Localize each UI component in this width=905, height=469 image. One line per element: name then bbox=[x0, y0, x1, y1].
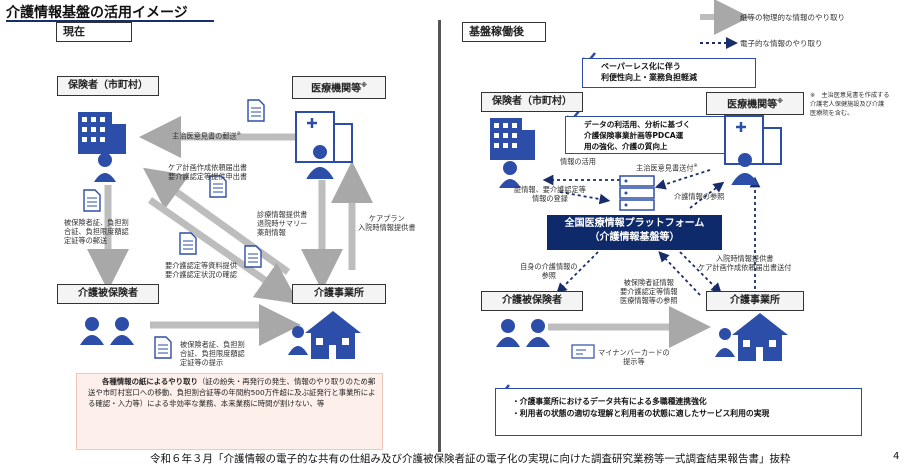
platform-title: 全国医療情報プラットフォーム bbox=[564, 218, 705, 229]
platform-subtitle: （介護情報基盤等） bbox=[589, 232, 680, 243]
left-medical-mark: ※ bbox=[361, 82, 367, 89]
right-digital-arrows bbox=[542, 169, 761, 296]
footnote-medical: ※ 主治医意見書を作成する 介護老人保健施設及び介護 医療院を含む。 bbox=[810, 92, 890, 117]
warning-title: 各種情報の紙によるやり取り bbox=[102, 377, 198, 386]
center-divider bbox=[438, 20, 441, 452]
benefit-item-2: 利用者の状態の適切な理解と利用者の状態に適したサービス利用の実現 bbox=[519, 409, 770, 418]
flow-info-use: 情報の活用 bbox=[560, 157, 596, 166]
section-label-current: 現在 bbox=[56, 22, 132, 42]
flow-hospital-info: 入院時情報提供書 ケア計画作成依頼届出書送付 bbox=[698, 254, 792, 272]
arrow-medical-to-platform bbox=[654, 169, 711, 190]
benefit-item: ・介護事業所におけるデータ共有による多職種連携強化 bbox=[512, 397, 707, 406]
arrow-platform-to-provider bbox=[679, 251, 722, 294]
house-icon bbox=[288, 311, 361, 359]
flow-mynumber: マイナンバーカードの 提示等 bbox=[598, 348, 670, 366]
right-insurer-label: 保険者（市町村） bbox=[492, 96, 572, 107]
national-platform-box: 全国医療情報プラットフォーム （介護情報基盤等） bbox=[547, 215, 722, 250]
left-document-icons bbox=[83, 99, 265, 359]
flow-cert-register: 証情報、要介護認定等 情報の登録 bbox=[514, 185, 586, 203]
right-provider-label: 介護事業所 bbox=[730, 295, 780, 306]
people-icon bbox=[496, 319, 550, 347]
legend-graphics bbox=[700, 0, 750, 49]
warning-panel bbox=[76, 373, 383, 450]
left-provider-box: 介護事業所 bbox=[292, 284, 386, 304]
office-building-icon bbox=[490, 118, 535, 188]
right-insured-label: 介護被保険者 bbox=[502, 295, 562, 306]
callout-paperless: ペーパーレス化に伴う 利便性向上・業務負担軽減 bbox=[582, 58, 756, 88]
benefits-box bbox=[495, 388, 862, 436]
people-icon bbox=[80, 317, 134, 345]
left-medical-label: 医療機関等 bbox=[311, 83, 362, 95]
flow-certification-docs: 要介護認定等資料提供 要介護認定状況の確認 bbox=[165, 261, 237, 279]
hospital-icon bbox=[724, 115, 782, 185]
arrow-platform-to-insured bbox=[556, 251, 599, 294]
id-card-icon bbox=[571, 344, 595, 359]
legend-paper-label: 紙等の物理的な情報のやり取り bbox=[740, 13, 845, 22]
benefits-text: ・介護事業所におけるデータ共有による多職種連携強化 ・利用者の状態の適切な理解と… bbox=[512, 396, 769, 420]
flow-doctor-opinion-send: 主治医意見書送付※ bbox=[636, 162, 698, 172]
document-icon bbox=[179, 232, 197, 255]
left-insurer-box: 保険者（市町村） bbox=[57, 76, 159, 96]
house-icon bbox=[715, 313, 788, 361]
left-insured-box: 介護被保険者 bbox=[57, 284, 159, 304]
benefit-item-1: 介護事業所におけるデータ共有による多職種連携強化 bbox=[519, 397, 707, 406]
flow-doctor-opinion-mark: ※ bbox=[693, 163, 698, 169]
left-insurer-label: 保険者（市町村） bbox=[68, 80, 148, 91]
right-medical-box: 医療機関等※ bbox=[706, 92, 804, 116]
flow-self-reference: 自身の介護情報の 参照 bbox=[520, 262, 578, 280]
legend-digital-label: 電子的な情報のやり取り bbox=[740, 39, 823, 48]
document-icon bbox=[83, 189, 101, 212]
document-icon bbox=[209, 175, 227, 198]
right-insured-box: 介護被保険者 bbox=[481, 291, 583, 311]
warning-body: （証の紛失・再発行の発生、情報のやり取りのため郵送や市町村窓口への移動、負担割合… bbox=[88, 377, 376, 408]
benefit-item: ・利用者の状態の適切な理解と利用者の状態に適したサービス利用の実現 bbox=[512, 409, 770, 418]
page-title: 介護情報基盤の活用イメージ bbox=[6, 5, 188, 21]
flow-cert-reference: 被保険者証情報 要介護認定等情報 医療情報等の参照 bbox=[620, 278, 678, 305]
callout-data-utilization: データの利活用、分析に基づく 介護保険事業計画等PDCA運 用の強化、介護の質向… bbox=[565, 116, 725, 154]
server-icon bbox=[619, 175, 655, 211]
arrow-insurer-to-provider bbox=[147, 197, 300, 305]
section-label-after: 基盤稼働後 bbox=[462, 22, 546, 42]
flow-medical-info: 診療情報提供書 退院時サマリー 薬剤情報 bbox=[257, 210, 308, 237]
arrow-insurer-to-platform bbox=[559, 191, 611, 205]
flow-care-info-ref-medical: 介護情報の参照 bbox=[674, 192, 725, 201]
right-insurer-box: 保険者（市町村） bbox=[481, 92, 583, 112]
arrow-platform-to-medical bbox=[689, 181, 725, 209]
document-icon bbox=[247, 99, 265, 122]
flow-doctor-opinion: 主治医意見書の郵送※ bbox=[172, 130, 241, 140]
flow-care-plan-request: ケア計画作成依頼届出書 要介護認定等提供申出書 bbox=[168, 163, 248, 181]
left-provider-label: 介護事業所 bbox=[314, 288, 364, 299]
flow-doctor-mark: ※ bbox=[236, 131, 241, 137]
document-icon bbox=[154, 336, 172, 359]
right-medical-mark: ※ bbox=[777, 98, 783, 105]
warning-text: 各種情報の紙によるやり取り（証の紛失・再発行の発生、情報のやり取りのため郵送や市… bbox=[88, 376, 378, 409]
flow-doctor-opinion-text: 主治医意見書の郵送 bbox=[172, 131, 237, 141]
title-underline bbox=[6, 20, 214, 22]
document-icon bbox=[244, 245, 262, 268]
flow-care-plan: ケアプラン 入院時情報提供書 bbox=[358, 214, 416, 232]
source-footer: 令和６年３月「介護情報の電子的な共有の仕組み及び介護被保険者証の電子化の実現に向… bbox=[150, 453, 791, 465]
right-medical-label: 医療機関等 bbox=[727, 99, 778, 111]
office-building-icon bbox=[78, 112, 126, 182]
flow-present-certificates: 被保険者証、負担割 合証、負担限度額認 定証等の提示 bbox=[180, 340, 245, 367]
page-number: 4 bbox=[893, 451, 900, 462]
left-paper-arrows bbox=[87, 116, 373, 346]
hospital-icon bbox=[295, 111, 353, 179]
flow-insurer-mail: 被保険者証、負担割 合証、負担限度額認 定証等の郵送 bbox=[64, 218, 129, 245]
right-provider-box: 介護事業所 bbox=[706, 291, 804, 311]
arrow-provider-to-insurer bbox=[142, 167, 291, 275]
left-medical-box: 医療機関等※ bbox=[292, 76, 386, 100]
left-insured-label: 介護被保険者 bbox=[78, 288, 138, 299]
flow-doctor-opinion-send-text: 主治医意見書送付 bbox=[636, 163, 694, 173]
